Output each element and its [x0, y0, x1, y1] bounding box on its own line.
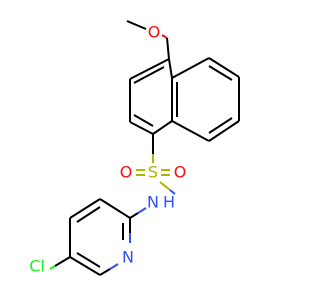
pyridine-bond-c3-c4-inner — [76, 206, 101, 223]
pyridine-bond-c6-n1 — [99, 268, 111, 276]
ring-bond-c5-c6 — [208, 57, 240, 78]
pyridine-bond-c6-n1-blue — [109, 263, 119, 270]
ring-bond-c4a-c5 — [171, 57, 210, 79]
ring-bond-c7-c8 — [208, 120, 240, 142]
methoxy-oxygen-label: O — [148, 23, 161, 42]
o-c4-bond-red — [161, 34, 168, 39]
chemical-structure-diagram: O O O S N H N Cl — [29, 20, 240, 276]
c5-cl-bond-green — [49, 265, 56, 270]
o-c4-bond — [166, 37, 170, 60]
ring-bond-c4a-c4 — [168, 58, 173, 79]
pyridine-bond-c5-c6-inner — [76, 252, 101, 268]
pyridine-bond-c3-c4 — [69, 198, 101, 219]
ring-bond-c1-c8a — [152, 120, 173, 135]
ring-bond-c4-c3 — [129, 58, 170, 80]
pyridine-bond-c5-c6 — [69, 256, 101, 276]
chlorine-label: Cl — [29, 257, 45, 276]
pyridine-nitrogen-label: N — [122, 248, 134, 267]
ring-bond-c2-c1 — [129, 121, 154, 135]
ring-bond-c2-c1-inner — [133, 114, 154, 127]
n-c2-bond-blue — [137, 207, 147, 214]
c5-cl-bond — [54, 256, 71, 267]
pyridine-bond-c2-c3 — [99, 198, 131, 219]
s-n-bond-blue — [169, 189, 176, 195]
pyridine-ring — [69, 198, 131, 276]
naphthalene-benzo-ring — [171, 57, 240, 142]
amide-hydrogen-label: H — [163, 193, 175, 212]
ring-bond-c5-c6-inner — [208, 65, 233, 81]
sulfur-label: S — [148, 163, 158, 182]
s-n-bond-yellow — [159, 181, 171, 191]
ring-bond-c4-c3-inner — [133, 66, 165, 84]
naphthalene-substituted-ring — [129, 58, 173, 135]
ring-bond-c7-c8-inner — [208, 117, 233, 134]
methoxy-group — [126, 20, 170, 60]
n-c2-bond — [129, 212, 139, 219]
sulfonyl-oxygen-right-label: O — [174, 163, 187, 182]
sulfonyl-double-bonds — [136, 169, 170, 176]
amide-nitrogen-label: N — [147, 193, 159, 212]
methyl-o-bond — [126, 20, 147, 30]
sulfonyl-oxygen-left-label: O — [120, 163, 133, 182]
ring-bond-c8-c8a — [171, 120, 210, 142]
